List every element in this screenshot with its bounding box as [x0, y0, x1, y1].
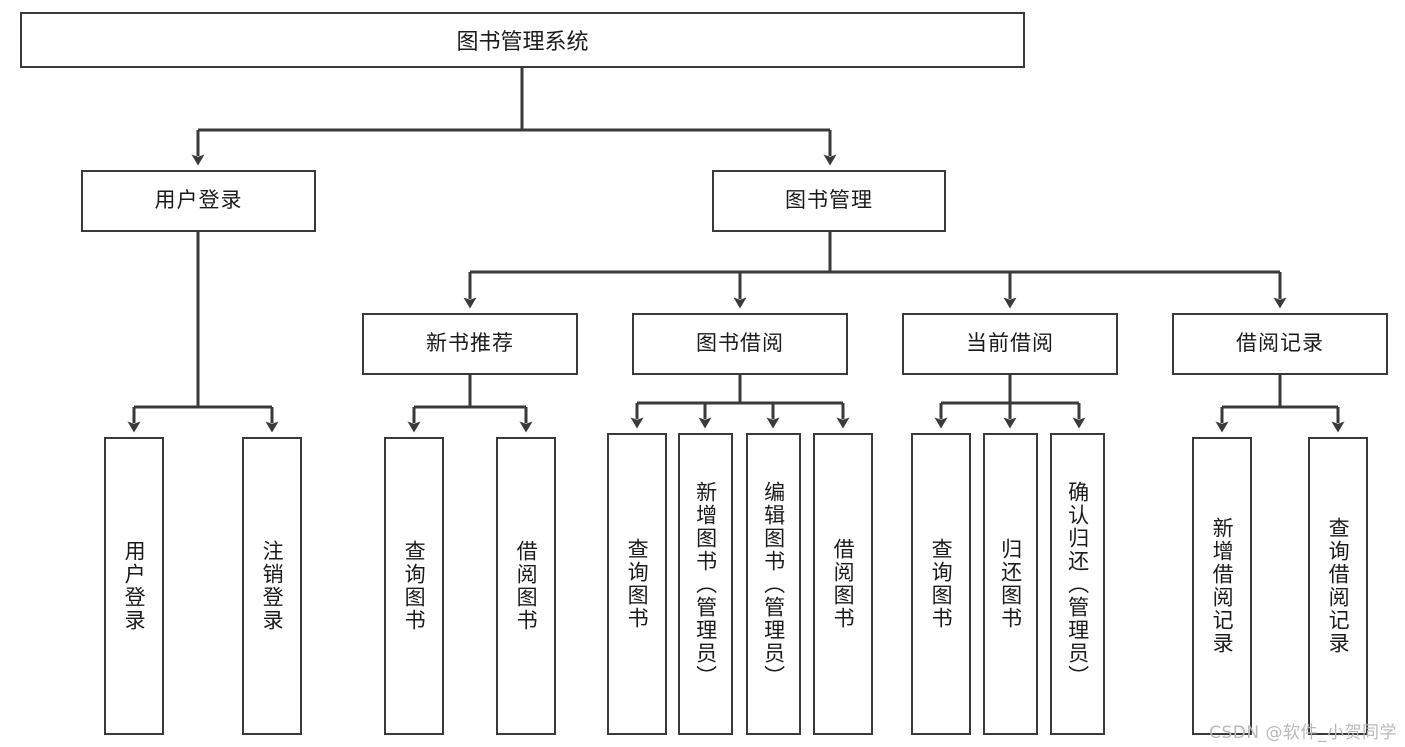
leaf-label: 新增借阅记录: [1210, 517, 1235, 655]
node-root-system[interactable]: 图书管理系统: [20, 12, 1025, 68]
leaf-book-borrow-add[interactable]: 新增图书（管理员）: [678, 433, 733, 735]
leaf-label: 查询图书: [402, 540, 427, 632]
node-book-manage[interactable]: 图书管理: [712, 170, 946, 232]
node-new-book-recommend[interactable]: 新书推荐: [362, 313, 578, 375]
node-current-borrow[interactable]: 当前借阅: [902, 313, 1118, 375]
leaf-label: 查询图书: [625, 538, 650, 630]
leaf-borrow-record-query[interactable]: 查询借阅记录: [1308, 437, 1368, 735]
leaf-current-borrow-query[interactable]: 查询图书: [911, 433, 971, 735]
leaf-book-borrow-borrow[interactable]: 借阅图书: [813, 433, 873, 735]
leaf-current-borrow-return[interactable]: 归还图书: [983, 433, 1038, 735]
node-new-book-recommend-label: 新书推荐: [426, 331, 514, 356]
node-book-borrow-label: 图书借阅: [696, 331, 784, 356]
leaf-label: 查询借阅记录: [1326, 517, 1351, 655]
leaf-label: 新增图书（管理员）: [693, 480, 718, 688]
node-root-label: 图书管理系统: [456, 30, 589, 55]
node-current-borrow-label: 当前借阅: [966, 331, 1054, 356]
node-book-manage-label: 图书管理: [785, 188, 873, 213]
leaf-label: 编辑图书（管理员）: [761, 480, 786, 688]
leaf-label: 查询图书: [929, 538, 954, 630]
node-book-borrow[interactable]: 图书借阅: [632, 313, 848, 375]
leaf-new-book-borrow[interactable]: 借阅图书: [496, 437, 556, 735]
leaf-user-login-logout[interactable]: 注销登录: [242, 437, 302, 735]
leaf-current-borrow-confirm[interactable]: 确认归还（管理员）: [1050, 433, 1105, 735]
leaf-book-borrow-edit[interactable]: 编辑图书（管理员）: [746, 433, 801, 735]
leaf-label: 借阅图书: [514, 540, 539, 632]
leaf-label: 用户登录: [122, 540, 147, 632]
leaf-label: 借阅图书: [831, 538, 856, 630]
leaf-book-borrow-query[interactable]: 查询图书: [607, 433, 667, 735]
watermark-credit: CSDN @软件_小贺同学: [1209, 723, 1397, 743]
node-user-login-label: 用户登录: [154, 188, 243, 213]
node-user-login[interactable]: 用户登录: [81, 170, 316, 232]
leaf-label: 确认归还（管理员）: [1065, 480, 1090, 688]
node-borrow-record-label: 借阅记录: [1236, 331, 1324, 356]
leaf-label: 归还图书: [998, 538, 1023, 630]
node-borrow-record[interactable]: 借阅记录: [1172, 313, 1388, 375]
leaf-user-login-login[interactable]: 用户登录: [104, 437, 164, 735]
leaf-label: 注销登录: [260, 540, 285, 632]
leaf-new-book-query[interactable]: 查询图书: [384, 437, 444, 735]
leaf-borrow-record-add[interactable]: 新增借阅记录: [1192, 437, 1252, 735]
